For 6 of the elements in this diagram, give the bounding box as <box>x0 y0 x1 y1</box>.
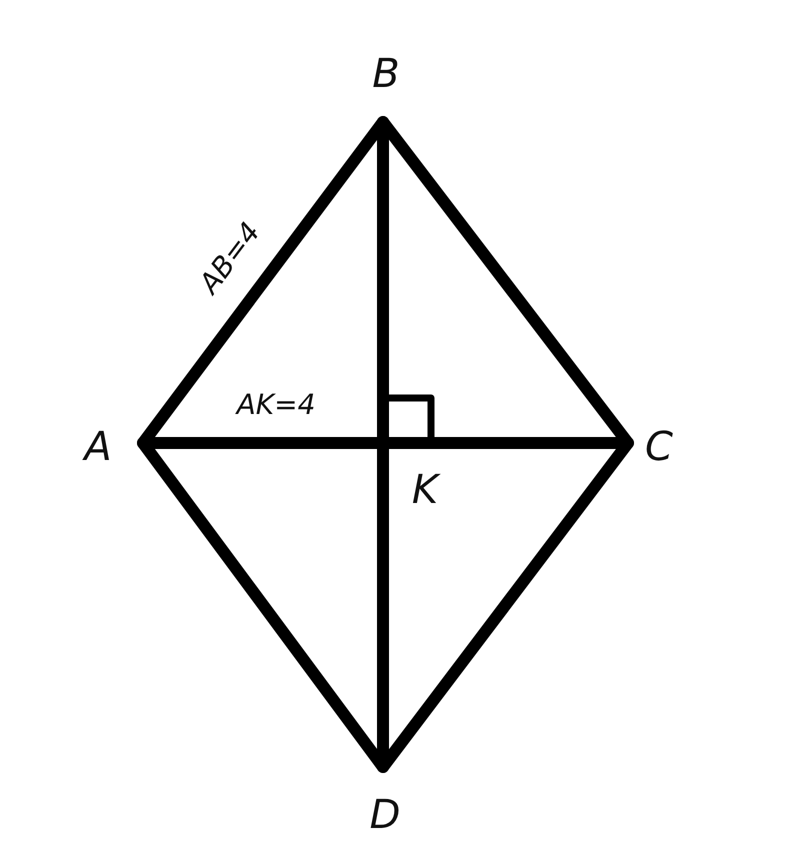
segment-length-label: AK=4 <box>236 391 316 419</box>
vertex-label: A <box>84 427 112 467</box>
vertex-label: D <box>370 795 400 835</box>
point-label: K <box>412 470 438 510</box>
vertex-label: B <box>372 54 400 94</box>
vertex-label: C <box>645 427 673 467</box>
